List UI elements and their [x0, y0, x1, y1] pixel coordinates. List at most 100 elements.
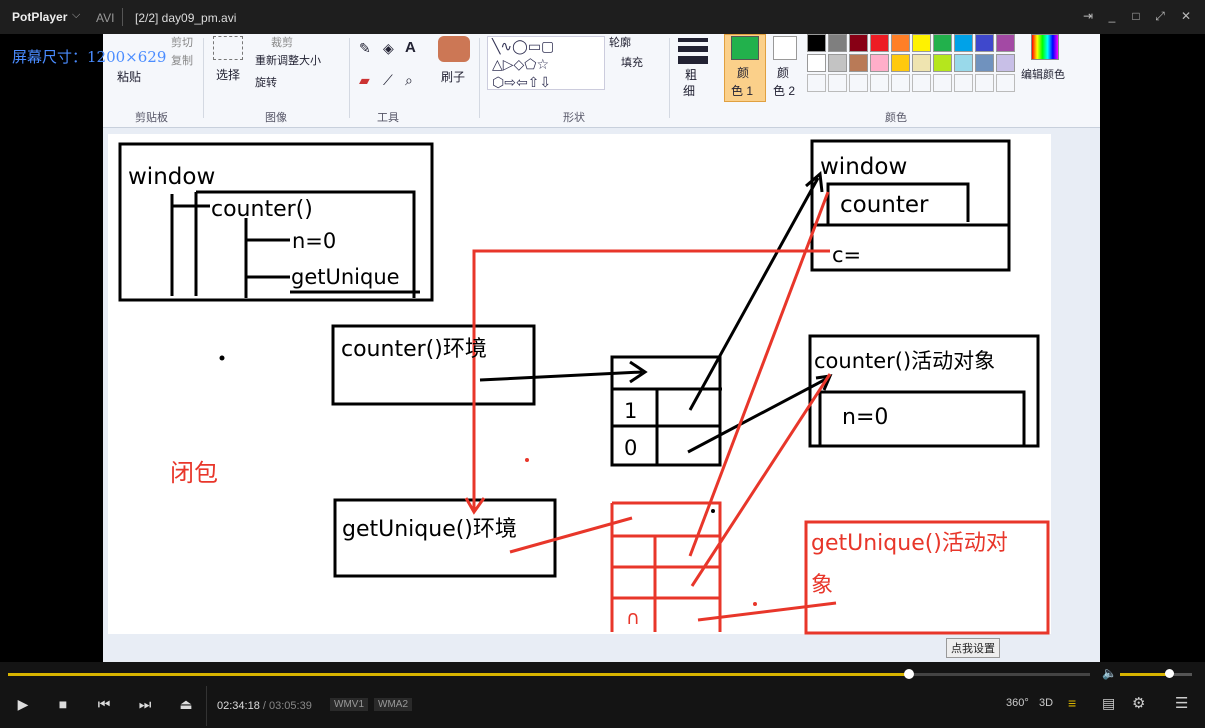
palette-swatch[interactable]: [849, 34, 868, 52]
cut-button[interactable]: 剪切: [171, 37, 193, 49]
window-title: [2/2] day09_pm.avi: [135, 11, 237, 25]
color1-label: 颜: [737, 66, 750, 80]
size-label[interactable]: 粗: [685, 68, 698, 82]
brush-button[interactable]: 刷子: [441, 70, 466, 84]
size-label-2[interactable]: 细: [683, 84, 696, 98]
ribbon-divider: [349, 38, 350, 118]
eject-icon[interactable]: ⏏: [179, 696, 193, 712]
palette-swatch[interactable]: [891, 34, 910, 52]
vr-360-button[interactable]: 360°: [1006, 697, 1029, 709]
pin-icon[interactable]: ⇥: [1082, 9, 1094, 23]
palette-swatch-empty[interactable]: [996, 74, 1015, 92]
color1-swatch: [731, 36, 759, 60]
color1-label-2: 色 1: [731, 84, 754, 98]
crop-button[interactable]: 裁剪: [271, 37, 293, 49]
volume-icon[interactable]: 🔈: [1102, 666, 1117, 680]
fullscreen-icon[interactable]: ⤢: [1155, 9, 1165, 23]
play-icon[interactable]: ▶: [17, 696, 29, 712]
palette-swatch[interactable]: [975, 34, 994, 52]
eraser-icon[interactable]: ▰: [359, 72, 370, 88]
palette-swatch[interactable]: [870, 34, 889, 52]
seek-progress: [8, 673, 910, 676]
audio-codec-badge: WMA2: [374, 698, 412, 711]
magnifier-icon[interactable]: ⌕: [405, 72, 413, 88]
color2-label: 颜: [777, 66, 790, 80]
select-button[interactable]: 选择: [216, 68, 241, 82]
menu-icon[interactable]: ☰: [1175, 695, 1189, 712]
color-picker-icon[interactable]: ⟋: [383, 72, 393, 88]
palette-swatch[interactable]: [996, 54, 1015, 72]
palette-swatch[interactable]: [954, 34, 973, 52]
size-icon-bar: [678, 46, 708, 52]
previous-icon[interactable]: ⏮: [97, 696, 111, 712]
palette-swatch[interactable]: [912, 54, 931, 72]
palette-swatch[interactable]: [807, 34, 826, 52]
controls-divider: [206, 686, 207, 726]
volume-slider[interactable]: [1120, 669, 1192, 678]
total-time: 03:05:39: [269, 700, 312, 712]
palette-swatch-empty[interactable]: [870, 74, 889, 92]
palette-swatch[interactable]: [975, 54, 994, 72]
outline-button[interactable]: 轮廓: [609, 37, 631, 49]
clipboard-group-label: 剪贴板: [135, 112, 168, 124]
palette-swatch[interactable]: [954, 54, 973, 72]
app-name[interactable]: PotPlayer: [12, 10, 68, 24]
fill-button[interactable]: 填充: [621, 57, 643, 69]
playlist-search-icon[interactable]: ≡: [1068, 695, 1077, 711]
close-icon[interactable]: ✕: [1180, 9, 1192, 23]
rotate-button[interactable]: 旋转: [255, 77, 277, 89]
title-separator: [122, 8, 123, 26]
text-icon[interactable]: A: [405, 39, 416, 56]
palette-swatch[interactable]: [912, 34, 931, 52]
edit-colors-button[interactable]: 编辑颜色: [1021, 69, 1065, 81]
pencil-icon[interactable]: ✎: [359, 40, 371, 56]
current-time: 02:34:18: [217, 700, 260, 712]
palette-swatch[interactable]: [933, 34, 952, 52]
3d-button[interactable]: 3D: [1039, 697, 1054, 709]
maximize-icon[interactable]: □: [1132, 9, 1140, 23]
palette-swatch[interactable]: [891, 54, 910, 72]
palette-swatch[interactable]: [870, 54, 889, 72]
settings-tooltip: 点我设置: [946, 638, 1000, 658]
palette-swatch-empty[interactable]: [912, 74, 931, 92]
palette-swatch-empty[interactable]: [828, 74, 847, 92]
palette-swatch-empty[interactable]: [975, 74, 994, 92]
title-bar: PotPlayer ⌵ AVI [2/2] day09_pm.avi ⇥ _ □…: [0, 0, 1205, 34]
palette-swatch-empty[interactable]: [849, 74, 868, 92]
color-palette: [807, 34, 1017, 94]
paint-ribbon: 粘贴 剪切 复制 剪贴板 选择 裁剪 重新调整大小 旋转 图像 ✎ ◈ A ▰ …: [103, 34, 1100, 128]
palette-swatch[interactable]: [807, 54, 826, 72]
next-icon[interactable]: ⏭: [138, 696, 152, 712]
stop-icon[interactable]: ■: [58, 696, 68, 712]
palette-swatch-empty[interactable]: [807, 74, 826, 92]
palette-swatch[interactable]: [828, 34, 847, 52]
palette-swatch-empty[interactable]: [933, 74, 952, 92]
shapes-gallery[interactable]: ╲∿◯▭▢△▷◇⬠☆⬡⇨⇦⇧⇩: [487, 36, 605, 90]
palette-swatch-empty[interactable]: [954, 74, 973, 92]
resize-button[interactable]: 重新调整大小: [255, 55, 321, 67]
seek-bar[interactable]: [8, 669, 1090, 679]
palette-swatch[interactable]: [849, 54, 868, 72]
palette-swatch[interactable]: [996, 34, 1015, 52]
palette-swatch[interactable]: [933, 54, 952, 72]
size-icon[interactable]: [678, 38, 708, 42]
fill-icon[interactable]: ◈: [383, 40, 394, 56]
seek-handle[interactable]: [904, 669, 915, 679]
copy-button[interactable]: 复制: [171, 55, 193, 67]
paint-canvas[interactable]: [108, 134, 1051, 634]
palette-swatch-empty[interactable]: [891, 74, 910, 92]
paste-button[interactable]: 粘贴: [117, 70, 142, 84]
edit-colors-icon[interactable]: [1031, 34, 1059, 60]
chevron-down-icon[interactable]: ⌵: [72, 9, 81, 21]
brush-icon[interactable]: [438, 36, 470, 62]
color2-swatch[interactable]: [773, 36, 797, 60]
time-display: 02:34:18 / 03:05:39: [217, 700, 312, 712]
palette-swatch[interactable]: [828, 54, 847, 72]
select-icon[interactable]: [213, 36, 243, 60]
settings-gear-icon[interactable]: ⚙: [1132, 695, 1146, 712]
chapter-icon[interactable]: ▤: [1102, 695, 1116, 711]
volume-handle[interactable]: [1164, 669, 1174, 678]
screen-size-overlay: 屏幕尺寸：1200×629: [12, 48, 167, 66]
ribbon-divider: [669, 38, 670, 118]
minimize-icon[interactable]: _: [1108, 9, 1116, 23]
